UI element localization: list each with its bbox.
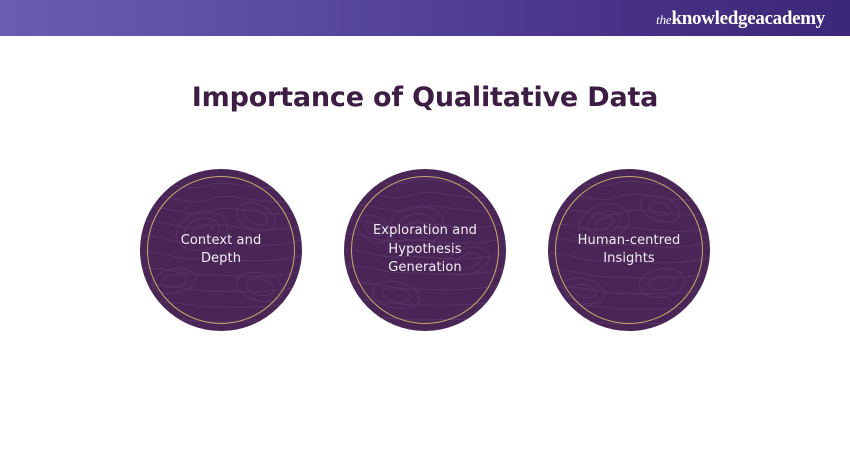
concept-circle-1: Context and Depth xyxy=(140,169,302,331)
concept-circle-2: Exploration and Hypothesis Generation xyxy=(344,169,506,331)
concept-circles-row: Context and Depth xyxy=(0,169,850,331)
page-title: Importance of Qualitative Data xyxy=(191,82,659,113)
concept-circle-label-3: Human-centred Insights xyxy=(577,232,681,266)
concept-circle-label-2: Exploration and Hypothesis Generation xyxy=(372,223,478,276)
concept-circle-label-1: Context and Depth xyxy=(180,232,262,266)
concept-circle-3: Human-centred Insights xyxy=(548,169,710,331)
brand-name-text: knowledgeacademy xyxy=(671,7,825,29)
brand-prefix-text: the xyxy=(656,11,672,27)
